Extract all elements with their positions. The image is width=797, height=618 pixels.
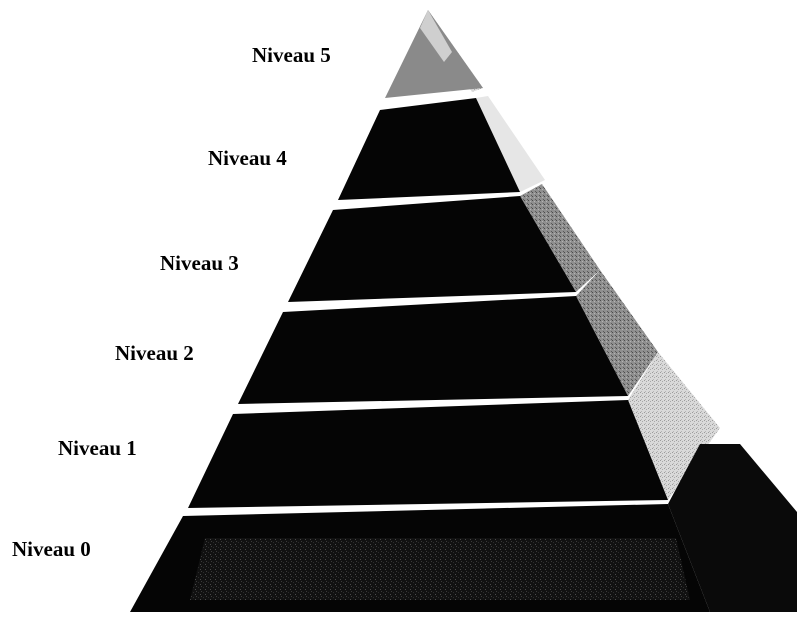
tier-level-0-texture-band: [190, 538, 690, 600]
tier-level-2-front-face: [238, 296, 628, 404]
level-label-0: Niveau 0: [12, 537, 91, 561]
level-label-3: Niveau 3: [160, 251, 239, 275]
level-label-5: Niveau 5: [252, 43, 331, 67]
level-label-2: Niveau 2: [115, 341, 194, 365]
tier-level-1-front-face: [188, 400, 668, 508]
level-label-4: Niveau 4: [208, 146, 287, 170]
level-label-1: Niveau 1: [58, 436, 137, 460]
